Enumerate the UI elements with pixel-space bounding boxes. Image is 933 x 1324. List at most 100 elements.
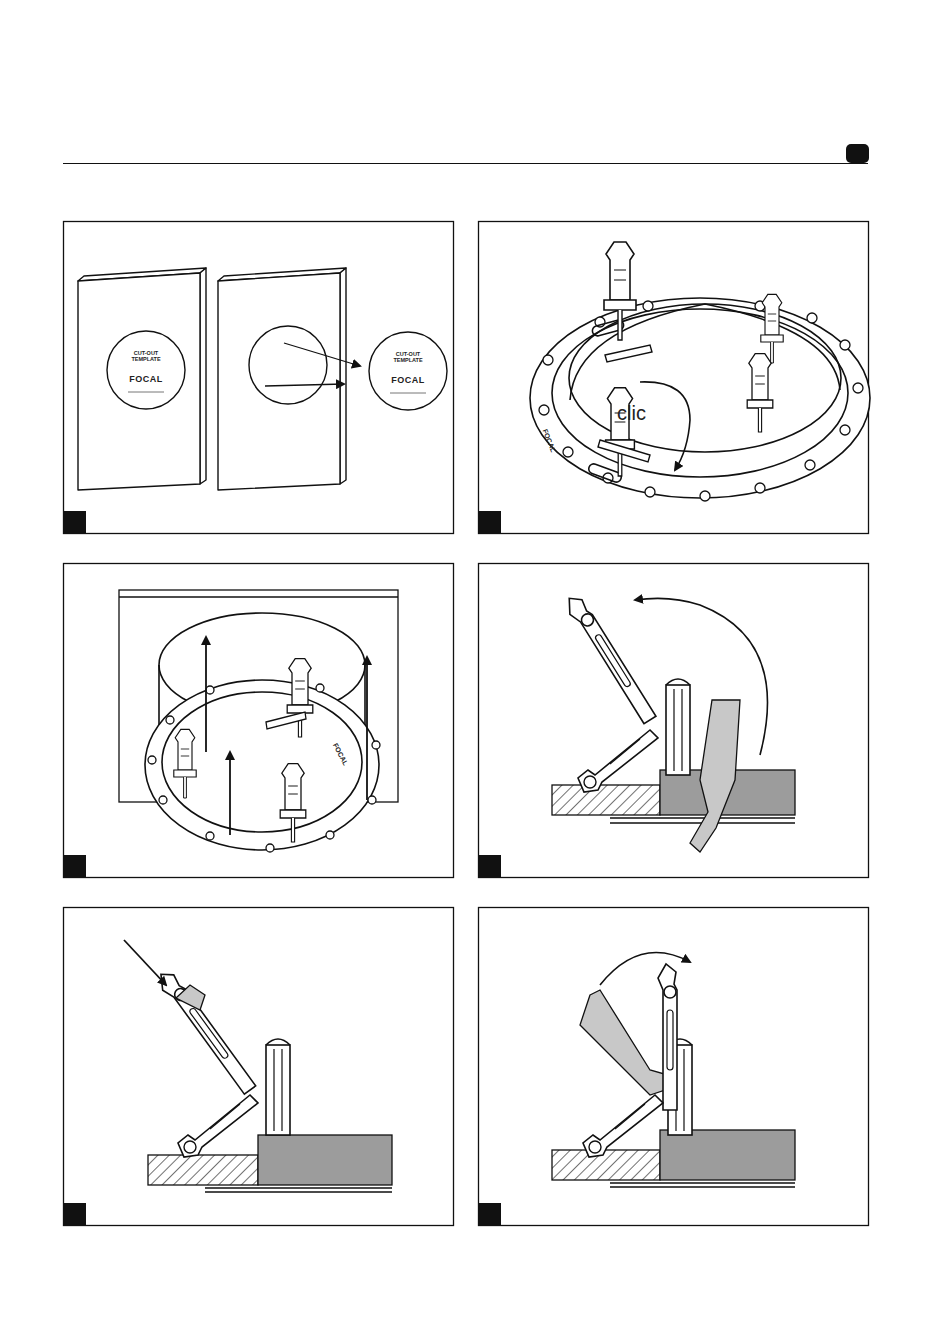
header-rule <box>63 144 869 164</box>
step-markers <box>63 1203 86 1226</box>
template-circle: CUT-OUT TEMPLATE FOCAL <box>368 331 448 411</box>
wall-cutout <box>266 712 306 729</box>
ring-clamps <box>606 388 635 476</box>
step-markers <box>63 511 501 1226</box>
template-arrows <box>265 343 360 386</box>
side-view-4 <box>690 700 740 852</box>
wall-cutout <box>159 796 167 804</box>
ring-clamps <box>747 354 773 432</box>
side-view-4 <box>552 785 660 815</box>
push-arrows <box>366 657 368 800</box>
step-markers <box>478 1203 501 1226</box>
speaker-ring <box>700 491 710 501</box>
side-view-5 <box>258 1135 392 1185</box>
step-markers <box>63 511 86 534</box>
template-arrows <box>265 384 344 386</box>
wall-cutout <box>148 756 156 764</box>
side-view-5 <box>154 968 255 1097</box>
speaker-ring <box>570 304 840 400</box>
wall-cutout <box>174 729 196 798</box>
side-view-4 <box>578 730 658 792</box>
template-title: CUT-OUT TEMPLATE <box>368 351 448 363</box>
wall-cutout <box>206 832 214 840</box>
panel-frames <box>64 564 454 878</box>
ring-clamps <box>598 440 650 462</box>
wall-cutout <box>368 796 376 804</box>
wall-panels <box>200 268 206 484</box>
wall-cutout <box>287 659 313 737</box>
wall-cutout <box>280 764 306 842</box>
template-fineprint <box>390 393 426 394</box>
header-rule <box>846 144 869 163</box>
step-markers <box>478 511 501 534</box>
wall-cutout <box>145 680 379 850</box>
ring-clamps <box>605 345 652 362</box>
side-view-5 <box>205 1188 392 1192</box>
speaker-ring <box>840 340 850 350</box>
side-view-5 <box>124 940 166 985</box>
speaker-ring <box>805 460 815 470</box>
side-view-4 <box>635 598 768 755</box>
wall-cutout <box>266 844 274 852</box>
side-view-5 <box>178 1095 258 1157</box>
speaker-ring <box>643 301 653 311</box>
wall-panels <box>78 273 200 490</box>
speaker-ring <box>539 301 863 501</box>
circle-outline <box>107 331 185 409</box>
side-view-6 <box>583 1095 663 1157</box>
wall-cutout <box>119 590 398 852</box>
template-arrows <box>284 343 360 366</box>
speaker-ring <box>569 304 841 452</box>
wall-panels <box>218 273 340 490</box>
wall-panels <box>340 268 346 484</box>
speaker-ring <box>807 313 817 323</box>
brand-logo: FOCAL <box>106 375 186 385</box>
panel-frames <box>479 908 869 1226</box>
wall-cutout <box>326 831 334 839</box>
side-view-6 <box>552 953 795 1187</box>
side-view-4 <box>552 592 795 852</box>
panel-frames <box>64 908 454 1226</box>
speaker-ring <box>587 462 622 483</box>
side-view-6 <box>658 964 677 1110</box>
wall-panels <box>78 268 346 490</box>
side-view-6 <box>580 990 668 1095</box>
speaker-ring <box>645 487 655 497</box>
clic-arrow <box>640 382 690 470</box>
side-view-5 <box>266 1039 290 1135</box>
push-arrows <box>206 637 367 835</box>
wall-cutout <box>166 716 174 724</box>
speaker-ring <box>840 425 850 435</box>
template-title: CUT-OUT TEMPLATE <box>106 350 186 362</box>
panel-frames <box>64 222 454 534</box>
action-label: clic <box>617 402 646 425</box>
side-view-5 <box>124 940 392 1192</box>
wall-panels <box>249 326 327 404</box>
speaker-ring <box>755 483 765 493</box>
circle-outline <box>106 330 186 410</box>
wall-cutout <box>316 684 324 692</box>
side-view-6 <box>552 1150 660 1180</box>
panel-frames <box>479 564 869 878</box>
speaker-ring <box>530 298 870 501</box>
ring-clamps <box>761 294 783 363</box>
push-arrows <box>229 752 231 835</box>
brand-logo: FOCAL <box>368 376 448 386</box>
side-view-5 <box>148 1155 258 1185</box>
header-rule <box>63 163 868 164</box>
side-view-6 <box>660 1130 795 1180</box>
wall-cutout <box>206 686 214 694</box>
wall-cutout <box>148 684 380 852</box>
circle-outline <box>368 331 448 411</box>
ring-clamps <box>604 242 636 340</box>
template-circle: CUT-OUT TEMPLATE FOCAL <box>106 330 186 410</box>
clic-arrow <box>640 382 690 470</box>
step-markers <box>478 855 501 878</box>
push-arrows <box>205 637 207 752</box>
side-view-6 <box>610 1183 795 1187</box>
wall-cutout <box>119 596 398 597</box>
speaker-ring <box>530 298 870 498</box>
speaker-ring <box>853 383 863 393</box>
